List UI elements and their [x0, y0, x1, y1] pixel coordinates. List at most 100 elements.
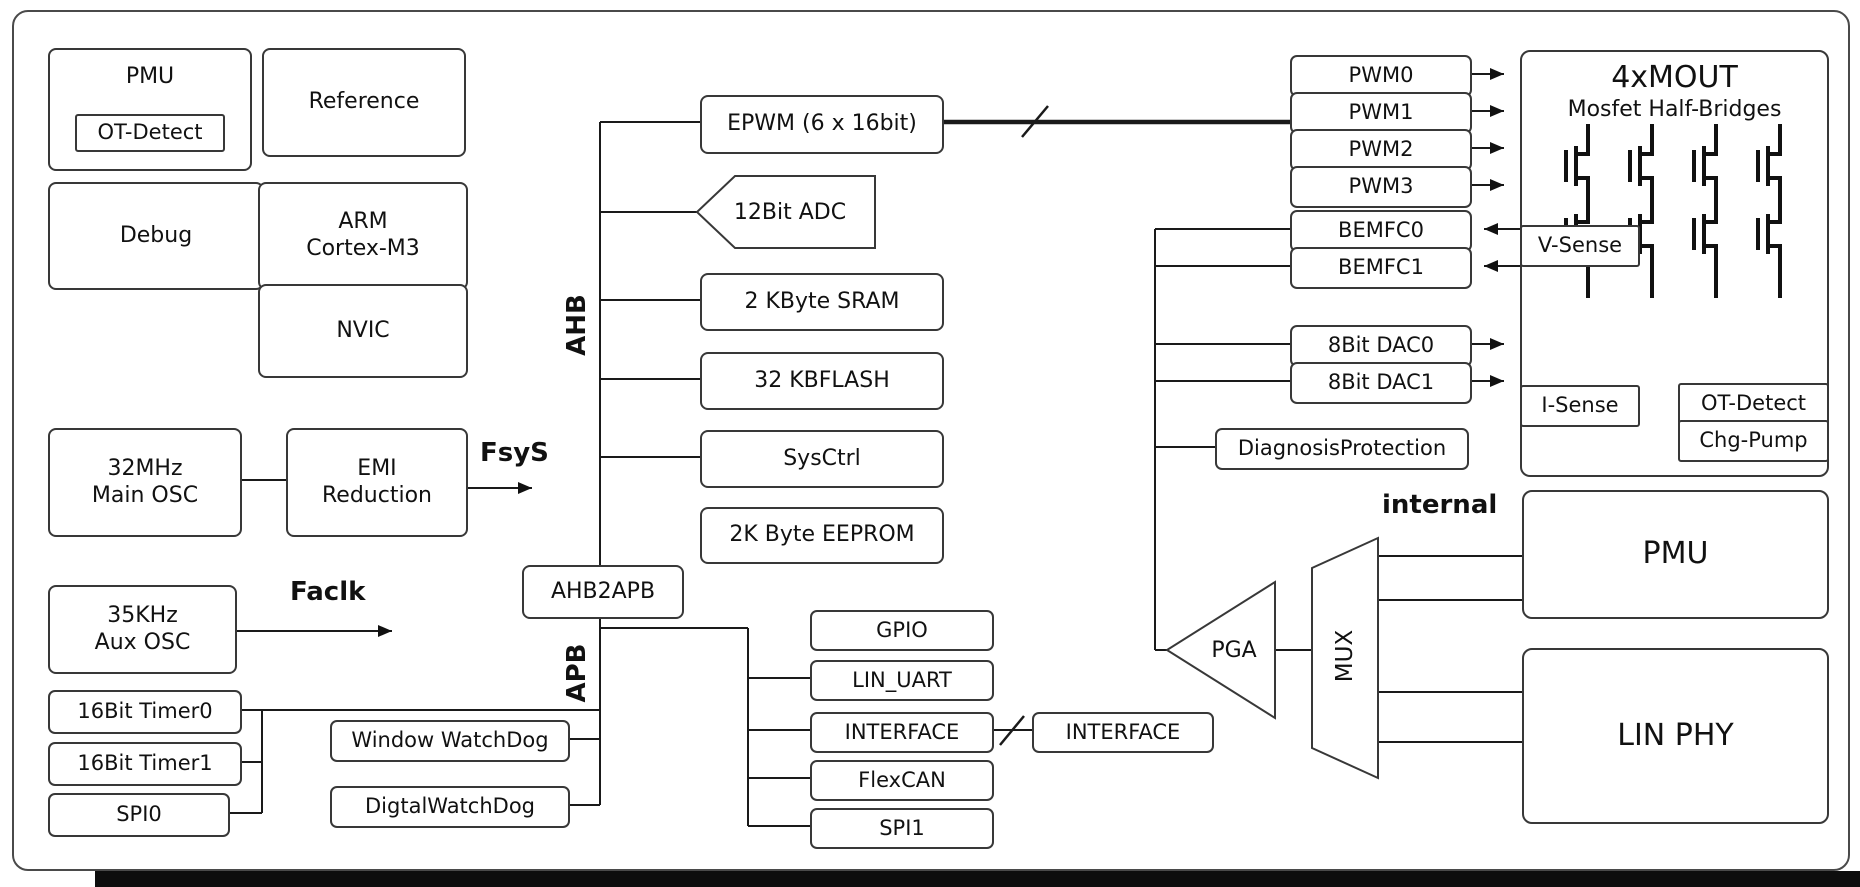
block-lin-phy-label: LIN PHY	[1617, 717, 1734, 753]
block-emi-label: EMI Reduction	[322, 455, 432, 508]
adc-text: 12Bit ADC	[733, 199, 847, 225]
block-reference-label: Reference	[308, 89, 420, 115]
block-arm-label: ARM Cortex-M3	[306, 209, 420, 261]
block-nvic-label: NVIC	[336, 317, 390, 343]
block-pwm1-label: PWM1	[1348, 100, 1414, 125]
block-flexcan: FlexCAN	[810, 760, 994, 801]
block-chg-pump: Chg-Pump	[1678, 420, 1829, 462]
pga-label: PGA	[1196, 632, 1272, 668]
block-aux-osc-label: 35KHz Aux OSC	[94, 602, 191, 655]
block-flash-label: 32 KBFLASH	[754, 367, 890, 393]
block-digital-watchdog-label: DigtalWatchDog	[365, 794, 535, 819]
block-pwm3: PWM3	[1290, 166, 1472, 208]
block-interface-apb: INTERFACE	[810, 712, 994, 753]
block-timer1-label: 16Bit Timer1	[77, 751, 213, 776]
block-sram: 2 KByte SRAM	[700, 273, 944, 331]
block-debug: Debug	[48, 182, 264, 290]
mux-shape	[1311, 536, 1379, 780]
block-epwm-label: EPWM (6 x 16bit)	[727, 111, 917, 137]
block-lin-phy: LIN PHY	[1522, 648, 1829, 824]
block-pwm2-label: PWM2	[1348, 137, 1414, 162]
block-ot-detect-left: OT-Detect	[75, 114, 225, 152]
block-flexcan-label: FlexCAN	[858, 767, 946, 792]
block-bemfc1: BEMFC1	[1290, 247, 1472, 289]
block-diagnosis-label: DiagnosisProtection	[1237, 436, 1447, 461]
block-lin-uart: LIN_UART	[810, 660, 994, 701]
block-timer0: 16Bit Timer0	[48, 690, 242, 734]
mux-text: MUX	[1332, 629, 1358, 683]
block-interface-analog: INTERFACE	[1032, 712, 1214, 753]
block-spi0: SPI0	[48, 793, 230, 837]
block-sysctrl: SysCtrl	[700, 430, 944, 488]
block-adc-label: 12Bit ADC	[715, 192, 865, 232]
bus-lines	[226, 105, 1522, 827]
block-v-sense: V-Sense	[1520, 225, 1640, 267]
block-gpio: GPIO	[810, 610, 994, 651]
pga-shape	[1165, 580, 1276, 720]
block-pmu-label: PMU	[125, 64, 175, 89]
block-dac1-label: 8Bit DAC1	[1327, 370, 1435, 395]
block-bemfc0-label: BEMFC0	[1338, 218, 1424, 243]
block-ot-detect-right: OT-Detect	[1678, 383, 1829, 425]
diagram-frame	[12, 10, 1850, 871]
block-debug-label: Debug	[119, 222, 193, 248]
block-ot-detect-right-label: OT-Detect	[1700, 391, 1807, 416]
block-spi1: SPI1	[810, 808, 994, 849]
block-ahb2apb-label: AHB2APB	[550, 578, 656, 604]
fsys-label: FsyS	[480, 438, 549, 468]
block-window-watchdog-label: Window WatchDog	[351, 728, 549, 753]
block-reference: Reference	[262, 48, 466, 157]
block-timer0-label: 16Bit Timer0	[77, 699, 213, 724]
block-main-osc-label: 32MHz Main OSC	[91, 455, 199, 508]
block-4xmout-title: 4xMOUT	[1611, 60, 1738, 95]
block-sysctrl-label: SysCtrl	[783, 445, 861, 471]
block-ot-detect-left-label: OT-Detect	[97, 120, 203, 145]
block-i-sense-label: I-Sense	[1541, 393, 1619, 418]
block-digital-watchdog: DigtalWatchDog	[330, 786, 570, 828]
block-gpio-label: GPIO	[876, 617, 928, 642]
block-aux-osc: 35KHz Aux OSC	[48, 585, 237, 674]
block-arm-cortex-m3: ARM Cortex-M3	[258, 182, 468, 290]
block-nvic: NVIC	[258, 284, 468, 378]
block-4xmout-subtitle: Mosfet Half-Bridges	[1567, 96, 1782, 122]
block-pwm0: PWM0	[1290, 55, 1472, 97]
adc-shape	[695, 175, 876, 249]
block-dac1: 8Bit DAC1	[1290, 362, 1472, 404]
block-bemfc0: BEMFC0	[1290, 210, 1472, 252]
block-dac0: 8Bit DAC0	[1290, 325, 1472, 367]
block-pmu-right: PMU	[1522, 490, 1829, 619]
block-sram-label: 2 KByte SRAM	[744, 288, 900, 314]
block-chg-pump-label: Chg-Pump	[1699, 428, 1808, 453]
mux-label: MUX	[1330, 616, 1360, 696]
block-window-watchdog: Window WatchDog	[330, 720, 570, 762]
block-eeprom: 2K Byte EEPROM	[700, 507, 944, 564]
faclk-label: Faclk	[290, 577, 366, 607]
block-v-sense-label: V-Sense	[1537, 233, 1623, 258]
block-eeprom-label: 2K Byte EEPROM	[729, 522, 915, 548]
block-interface-analog-label: INTERFACE	[1065, 719, 1181, 744]
block-pwm1: PWM1	[1290, 92, 1472, 134]
block-flash: 32 KBFLASH	[700, 352, 944, 410]
arrow-lines	[233, 68, 1520, 637]
bottom-edge-bar	[95, 871, 1860, 887]
block-i-sense: I-Sense	[1520, 385, 1640, 427]
block-interface-apb-label: INTERFACE	[844, 719, 960, 744]
block-dac0-label: 8Bit DAC0	[1327, 333, 1435, 358]
block-main-osc: 32MHz Main OSC	[48, 428, 242, 537]
internal-label: internal	[1382, 490, 1498, 520]
block-pmu: PMU OT-Detect	[48, 48, 252, 171]
block-bemfc1-label: BEMFC1	[1338, 255, 1424, 280]
block-pwm0-label: PWM0	[1348, 63, 1414, 88]
block-pmu-right-label: PMU	[1642, 536, 1709, 572]
block-ahb2apb: AHB2APB	[522, 565, 684, 619]
pga-text: PGA	[1211, 637, 1257, 663]
ahb-bus-label: AHB	[562, 294, 592, 356]
block-spi1-label: SPI1	[879, 815, 925, 840]
block-pwm2: PWM2	[1290, 129, 1472, 171]
special-shapes	[695, 175, 1379, 780]
block-epwm: EPWM (6 x 16bit)	[700, 95, 944, 154]
block-spi0-label: SPI0	[116, 802, 162, 827]
block-timer1: 16Bit Timer1	[48, 742, 242, 786]
